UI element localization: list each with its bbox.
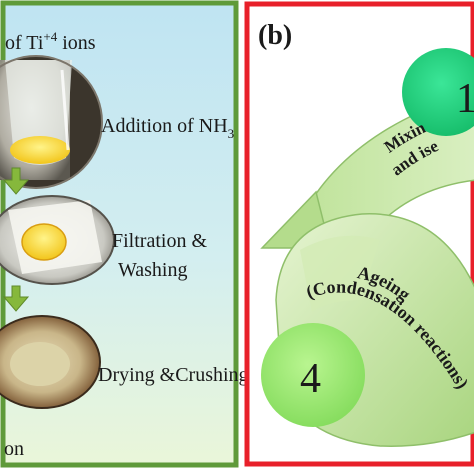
filtration-photo [0,195,115,285]
step-circle-1 [402,48,474,136]
step-3-label-line1: Filtration & [112,230,207,252]
step-4-label: Drying &Crushing [98,364,249,386]
arrow-down-1 [2,167,30,195]
panel-b-label: (b) [258,20,292,51]
panel-b-border [244,1,474,467]
step-3-label-line2: Washing [118,259,188,281]
beaker-photo [0,55,103,189]
step-number-4: 4 [300,356,321,402]
step-circle-4 [261,323,365,427]
crucible-photo [0,315,101,409]
step-5-label: on [4,438,24,460]
step-number-1: 1 [456,76,474,122]
panel-b: (b) 1 4 Mixin and ise Ageing (Condensati… [244,1,474,467]
step-1-label: of Ti+4 ions [5,29,96,54]
swirl-highlight [300,235,380,312]
step-2-label: Addition of NH3 [101,115,234,141]
panel-a: of Ti+4 ions Addition of NH3 Filtration … [0,0,249,468]
arrow-down-2 [2,285,30,312]
